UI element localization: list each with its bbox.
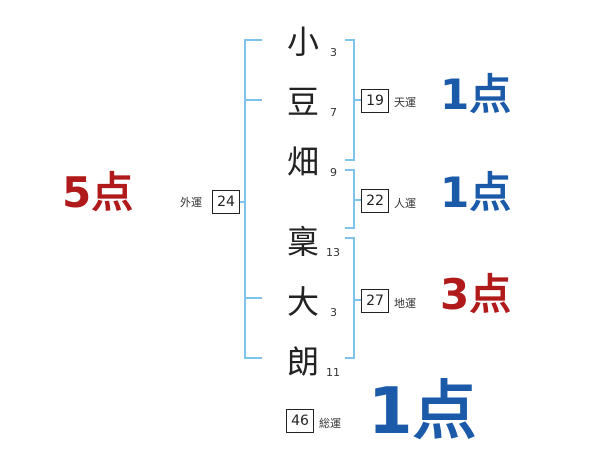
stroke-count-5: 3 [330, 306, 337, 319]
tenkaku-score: 1点 [440, 70, 512, 119]
jinkaku-score: 1点 [440, 168, 512, 217]
tenkaku-bracket [345, 39, 355, 161]
chikaku-label: 地運 [394, 297, 416, 310]
chikaku-score: 3点 [440, 270, 512, 319]
gaikaku-score: 5点 [62, 168, 134, 217]
jinkaku-label: 人運 [394, 197, 416, 210]
name-char-4: 稟 [286, 223, 319, 261]
stroke-count-1: 3 [330, 46, 337, 59]
name-char-1: 小 [286, 23, 319, 61]
stroke-count-2: 7 [330, 106, 337, 119]
soukaku-value: 46 [286, 409, 314, 433]
stroke-count-3: 9 [330, 166, 337, 179]
name-char-5: 大 [286, 283, 319, 321]
tenkaku-value: 19 [361, 89, 389, 113]
jinkaku-value: 22 [361, 189, 389, 213]
soukaku-label: 総運 [319, 417, 341, 430]
chikaku-value: 27 [361, 289, 389, 313]
stroke-count-4: 13 [326, 246, 340, 259]
gaikaku-label: 外運 [180, 196, 202, 209]
chikaku-bracket [345, 237, 355, 359]
name-char-6: 朗 [286, 343, 319, 381]
name-char-2: 豆 [286, 83, 319, 121]
soukaku-score: 1点 [368, 375, 477, 449]
gaikaku-value: 24 [212, 190, 240, 214]
name-char-3: 畑 [286, 143, 319, 181]
tenkaku-label: 天運 [394, 96, 416, 109]
stroke-count-6: 11 [326, 366, 340, 379]
outer-bracket-left [244, 39, 262, 359]
jinkaku-bracket [345, 169, 355, 229]
